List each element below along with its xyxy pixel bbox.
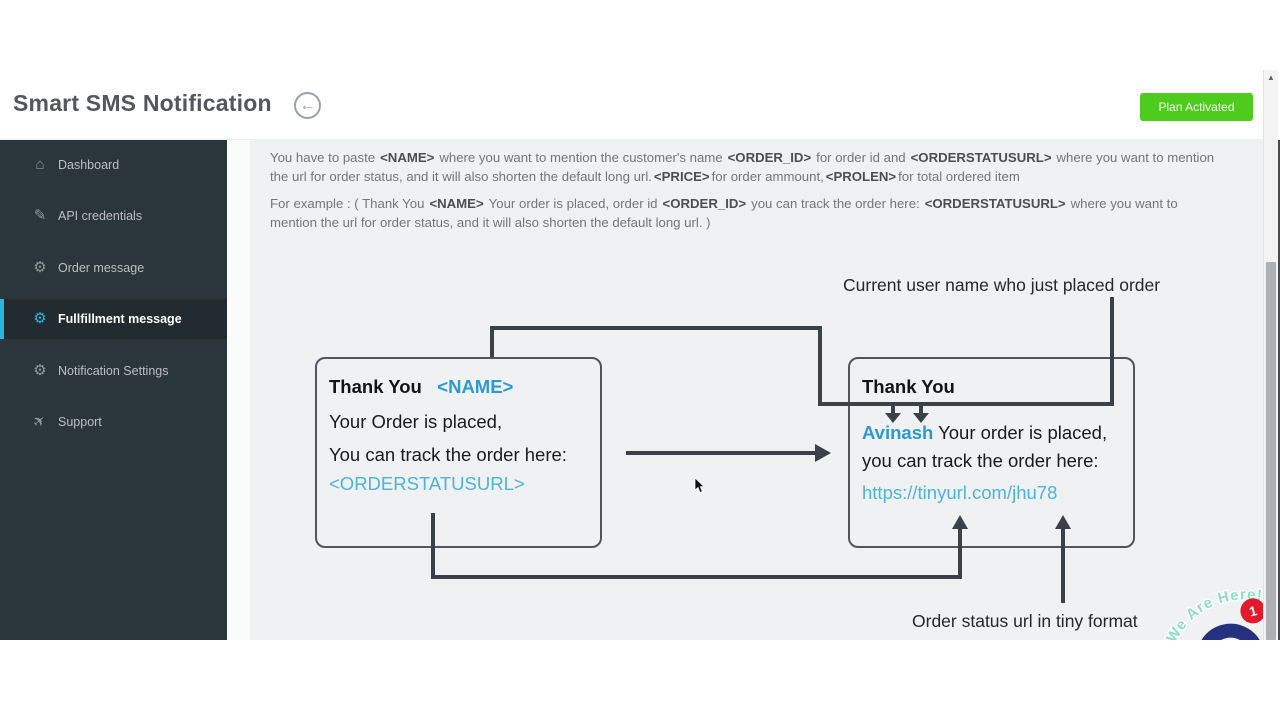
sidebar-item-notification-settings[interactable]: ⚙ Notification Settings: [0, 351, 227, 391]
tiny-url-link[interactable]: https://tinyurl.com/jhu78: [862, 482, 1058, 503]
we-are-here-logo[interactable]: We Are Here! 1: [1160, 578, 1280, 640]
left-arrow-icon: ←: [299, 97, 316, 114]
gear-icon: ⚙: [33, 259, 47, 276]
sidebar-item-support[interactable]: ✈ Support: [0, 402, 227, 442]
gear-icon: ⚙: [33, 362, 47, 379]
instructions-paragraph-1: You have to paste<NAME>where you want to…: [270, 150, 1215, 184]
gear-icon: ⚙: [33, 310, 47, 327]
order-placed-text: Your order is placed,: [938, 422, 1108, 443]
rendered-message-box: Thank You Avinash Your order is placed, …: [848, 357, 1135, 548]
header: Smart SMS Notification ← Plan Activated: [0, 70, 1280, 140]
notification-badge: [1240, 598, 1266, 624]
instructions-paragraph-2: For example : ( Thank You<NAME>Your orde…: [270, 196, 1178, 230]
customer-name: Avinash: [862, 422, 934, 443]
sidebar-item-label: Support: [58, 415, 102, 429]
badge-count: 1: [1248, 603, 1259, 619]
name-placeholder: <NAME>: [437, 376, 514, 397]
pencil-icon: ✎: [33, 207, 47, 224]
scrollbar-thumb[interactable]: [1266, 262, 1276, 640]
sidebar-item-fullfillment-message[interactable]: ⚙ Fullfillment message: [0, 299, 227, 339]
prolen-token: <PROLEN>: [825, 168, 897, 184]
order-placed-text: Your Order is placed,: [329, 411, 503, 432]
order-id-token: <ORDER_ID>: [727, 150, 812, 165]
order-id-token: <ORDER_ID>: [662, 196, 747, 211]
name-token: <NAME>: [429, 196, 484, 211]
sidebar: ⌂ Dashboard ✎ API credentials ⚙ Order me…: [0, 140, 227, 640]
sidebar-item-api-credentials[interactable]: ✎ API credentials: [0, 196, 227, 236]
track-order-text: you can track the order here:: [862, 450, 1099, 471]
main-content: You have to paste<NAME>where you want to…: [227, 140, 1280, 640]
page-title: Smart SMS Notification: [13, 90, 272, 116]
sidebar-item-label: Dashboard: [58, 158, 120, 172]
logo-ring: [1196, 623, 1265, 640]
instructions-text: You have to paste<NAME>where you want to…: [270, 149, 1220, 241]
template-message-box: Thank You <NAME> Your Order is placed, Y…: [315, 357, 602, 548]
sidebar-item-label: Fullfillment message: [58, 312, 182, 326]
orderstatusurl-placeholder: <ORDERSTATUSURL>: [329, 473, 525, 494]
right-arrowhead: [815, 444, 831, 462]
content-left-gap: [227, 140, 250, 640]
home-icon: ⌂: [35, 156, 45, 173]
annotation-current-user: Current user name who just placed order: [843, 275, 1161, 295]
annotation-order-status-url: Order status url in tiny format: [912, 611, 1138, 631]
name-token: <NAME>: [380, 150, 435, 165]
rocket-icon: ✈: [29, 411, 50, 433]
track-order-text: You can track the order here:: [329, 444, 567, 465]
sidebar-item-label: API credentials: [58, 209, 143, 223]
sidebar-item-dashboard[interactable]: ⌂ Dashboard: [0, 145, 227, 185]
thank-you-text: Thank You: [862, 376, 955, 397]
sidebar-item-order-message[interactable]: ⚙ Order message: [0, 248, 227, 288]
vertical-scrollbar[interactable]: ▲: [1263, 70, 1278, 640]
orderstatusurl-token: <ORDERSTATUSURL>: [910, 150, 1052, 165]
sidebar-item-label: Notification Settings: [58, 364, 169, 378]
thank-you-text: Thank You: [329, 376, 422, 397]
scroll-up-arrow-icon[interactable]: ▲: [1267, 73, 1275, 82]
orderstatusurl-token: <ORDERSTATUSURL>: [924, 196, 1066, 211]
sidebar-item-label: Order message: [58, 261, 145, 275]
back-button[interactable]: ←: [294, 92, 321, 119]
plan-activated-button[interactable]: Plan Activated: [1140, 93, 1253, 121]
price-token: <PRICE>: [653, 168, 710, 184]
window-right-edge: [1278, 70, 1280, 640]
mouse-cursor-icon: [694, 478, 705, 493]
app-window: Smart SMS Notification ← Plan Activated …: [0, 70, 1280, 640]
